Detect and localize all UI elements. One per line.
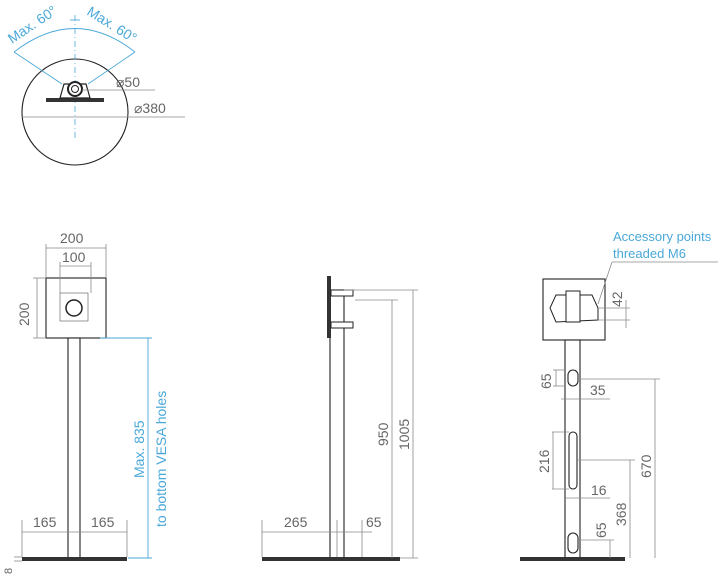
base-thickness-label: 8 xyxy=(3,568,15,574)
bottom-cable-slot xyxy=(567,532,579,554)
base xyxy=(520,557,625,561)
angle-right-label: Max. 60° xyxy=(84,3,139,46)
height-total-label: 1005 xyxy=(396,419,412,450)
base xyxy=(262,557,400,561)
rotation-arc xyxy=(13,28,136,53)
bottom-slot-height-label: 65 xyxy=(593,522,609,538)
plate-width-label: 200 xyxy=(60,230,84,246)
max-height-label: Max. 835 xyxy=(131,420,147,478)
base-right-label: 165 xyxy=(91,514,115,530)
base-front-label: 265 xyxy=(284,514,308,530)
pole xyxy=(329,289,345,559)
plate-height-label: 200 xyxy=(16,302,32,326)
vesa-plate-side xyxy=(327,276,331,338)
top-view: Max. 60° Max. 60° ⌀50 ⌀380 xyxy=(5,2,185,166)
side-view: 950 1005 265 65 xyxy=(261,276,418,561)
slot-width-label: 35 xyxy=(590,382,606,398)
height-vesa-label: 950 xyxy=(375,422,391,446)
long-slot-center-label: 368 xyxy=(613,502,629,526)
vesa-spacing-label: 100 xyxy=(62,249,86,265)
top-slot-height-label: 65 xyxy=(538,373,554,389)
base xyxy=(22,557,127,561)
top-cable-slot xyxy=(567,369,579,387)
base-left-label: 165 xyxy=(33,514,57,530)
long-slot-height-label: 216 xyxy=(536,449,552,473)
accessory-points-label: Accessory points xyxy=(613,229,712,244)
accessory-spacing-label: 42 xyxy=(609,291,625,307)
tilt-bracket xyxy=(46,81,104,102)
max-height-note: to bottom VESA holes xyxy=(153,391,169,527)
rear-view: Accessory points threaded M6 42 65 35 67… xyxy=(520,229,718,561)
base-diameter-label: ⌀380 xyxy=(134,100,166,116)
pole xyxy=(67,337,81,559)
top-slot-floor-height-label: 670 xyxy=(638,454,654,478)
base-back-label: 65 xyxy=(366,514,382,530)
accessory-thread-label: threaded M6 xyxy=(613,246,686,261)
front-view: 200 100 200 Max. 835 to bottom VESA hole… xyxy=(3,230,169,574)
long-cable-slot xyxy=(568,431,578,490)
pole-diameter-label: ⌀50 xyxy=(116,74,140,90)
long-slot-width-label: 16 xyxy=(591,482,607,498)
